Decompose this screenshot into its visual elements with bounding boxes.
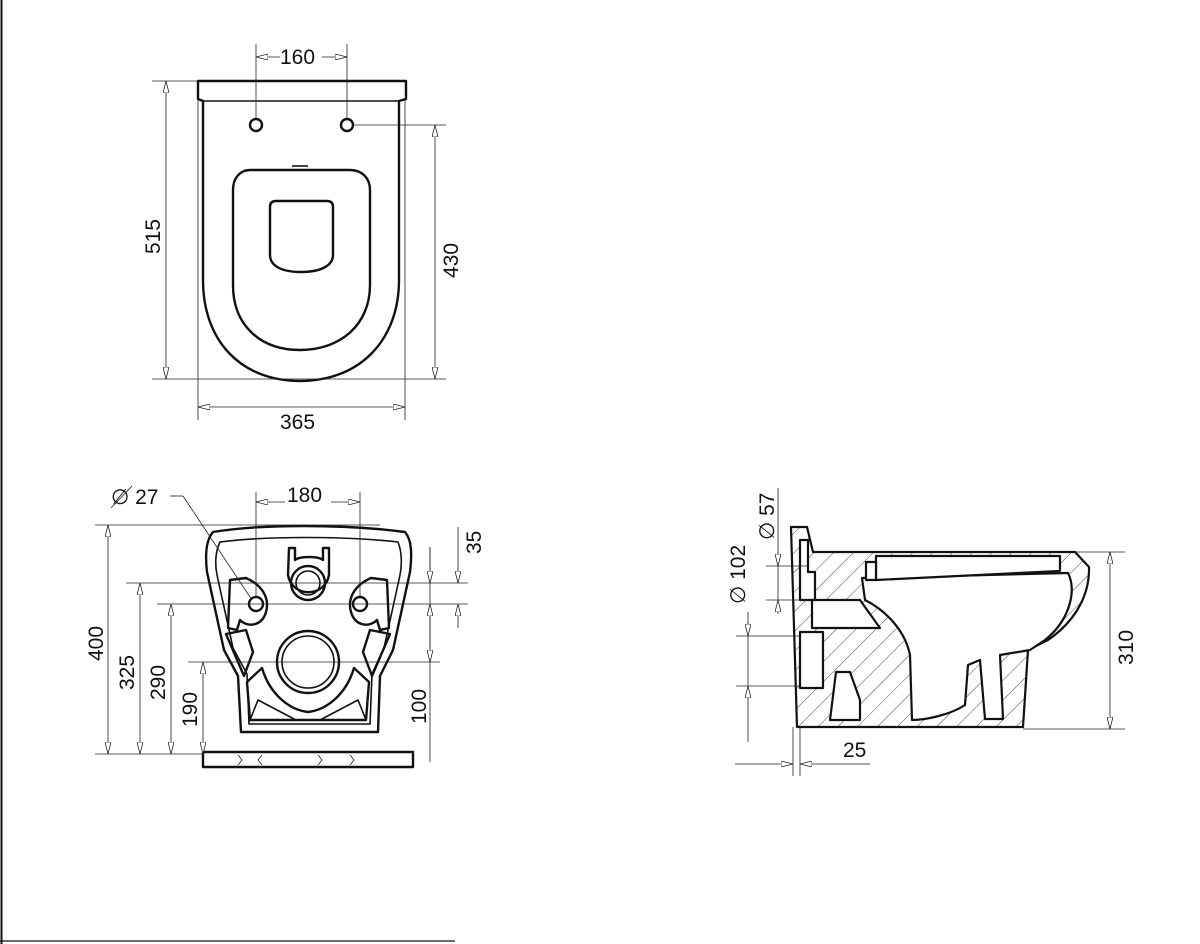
top-view-bolt-hole-left <box>248 117 264 133</box>
rear-view-flush-inlet <box>286 546 331 594</box>
dim-outlet-diameter: ∅ 102 <box>727 545 750 604</box>
dim-height-total: 400 <box>85 626 108 661</box>
rear-view: ∅ 27 180 400 325 290 190 35 <box>85 484 486 769</box>
top-view-bowl-opening <box>268 199 335 274</box>
sheet-border <box>0 0 455 944</box>
dim-height-bolt-lower: 290 <box>147 665 170 700</box>
dim-width: 365 <box>280 411 315 434</box>
dim-wall-offset: 25 <box>843 739 866 762</box>
top-view: 160 515 430 365 <box>142 44 463 434</box>
side-view-bowl-cavity <box>860 571 1073 722</box>
side-view: ∅ 57 ∅ 102 310 25 <box>727 488 1138 776</box>
dim-hole-spacing: 180 <box>287 484 322 507</box>
dim-height-outlet: 190 <box>179 692 202 727</box>
dim-length-total: 515 <box>142 219 165 254</box>
top-view-seat-outline <box>231 168 372 352</box>
dim-height: 310 <box>1115 630 1138 665</box>
top-view-bowl-outline <box>196 79 408 383</box>
rear-view-base-plate <box>201 750 415 769</box>
rear-view-outline <box>204 524 413 734</box>
dim-offset-top: 35 <box>463 531 486 554</box>
dim-height-small: 100 <box>408 689 431 724</box>
dim-bolt-spacing: 160 <box>280 46 315 69</box>
dim-inlet-diameter: ∅ 57 <box>756 493 779 541</box>
dim-hole-diameter: ∅ 27 <box>111 486 159 509</box>
dim-length-to-bolts: 430 <box>440 243 463 278</box>
dim-height-bolt-upper: 325 <box>116 655 139 690</box>
top-view-bolt-hole-right <box>339 117 355 133</box>
